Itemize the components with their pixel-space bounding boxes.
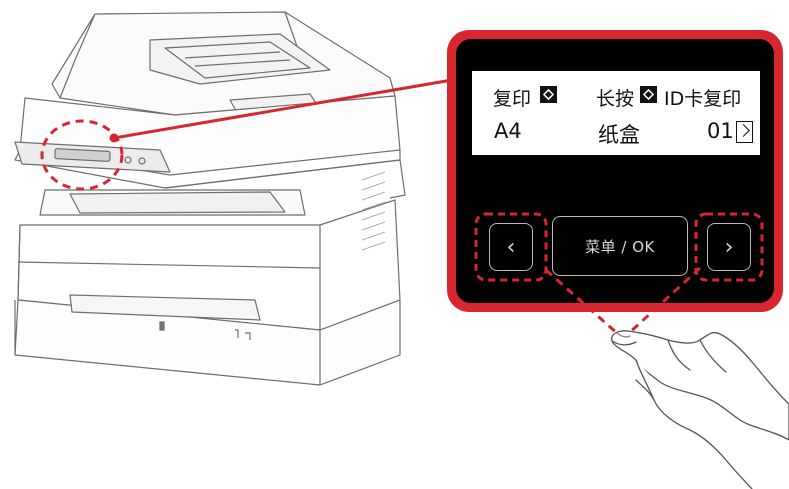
right-arrow-button[interactable]: › bbox=[707, 223, 751, 271]
lcd-paper-size: A4 bbox=[494, 119, 522, 143]
callout-connector bbox=[40, 78, 453, 191]
menu-ok-button[interactable]: 菜单 / OK bbox=[552, 216, 688, 276]
lcd-hold-label: 长按 bbox=[596, 88, 635, 110]
lcd-copy-mode-label: 复印 bbox=[493, 88, 532, 110]
start-diamond-icon bbox=[637, 84, 660, 106]
chevron-left-icon: ‹ bbox=[506, 234, 516, 260]
pressing-hand-illustration bbox=[611, 330, 789, 489]
menu-ok-label: 菜单 / OK bbox=[585, 237, 655, 256]
left-button-highlight bbox=[474, 212, 548, 282]
zoomed-control-panel bbox=[447, 30, 783, 312]
left-arrow-button[interactable]: ‹ bbox=[489, 223, 533, 271]
finger-guide-lines bbox=[545, 266, 702, 336]
lcd-id-copy-label: ID卡复印 bbox=[664, 88, 742, 110]
panel-highlight-circle bbox=[40, 119, 124, 191]
chevron-right-box-icon bbox=[735, 121, 753, 145]
printer-illustration bbox=[14, 11, 406, 386]
lcd-tray-label: 纸盒 bbox=[598, 123, 640, 147]
lcd-copies-count: 01 bbox=[707, 119, 734, 143]
right-button-highlight bbox=[694, 212, 764, 282]
lcd-screen bbox=[472, 71, 760, 155]
start-diamond-icon bbox=[537, 84, 560, 106]
chevron-right-icon: › bbox=[724, 234, 734, 260]
